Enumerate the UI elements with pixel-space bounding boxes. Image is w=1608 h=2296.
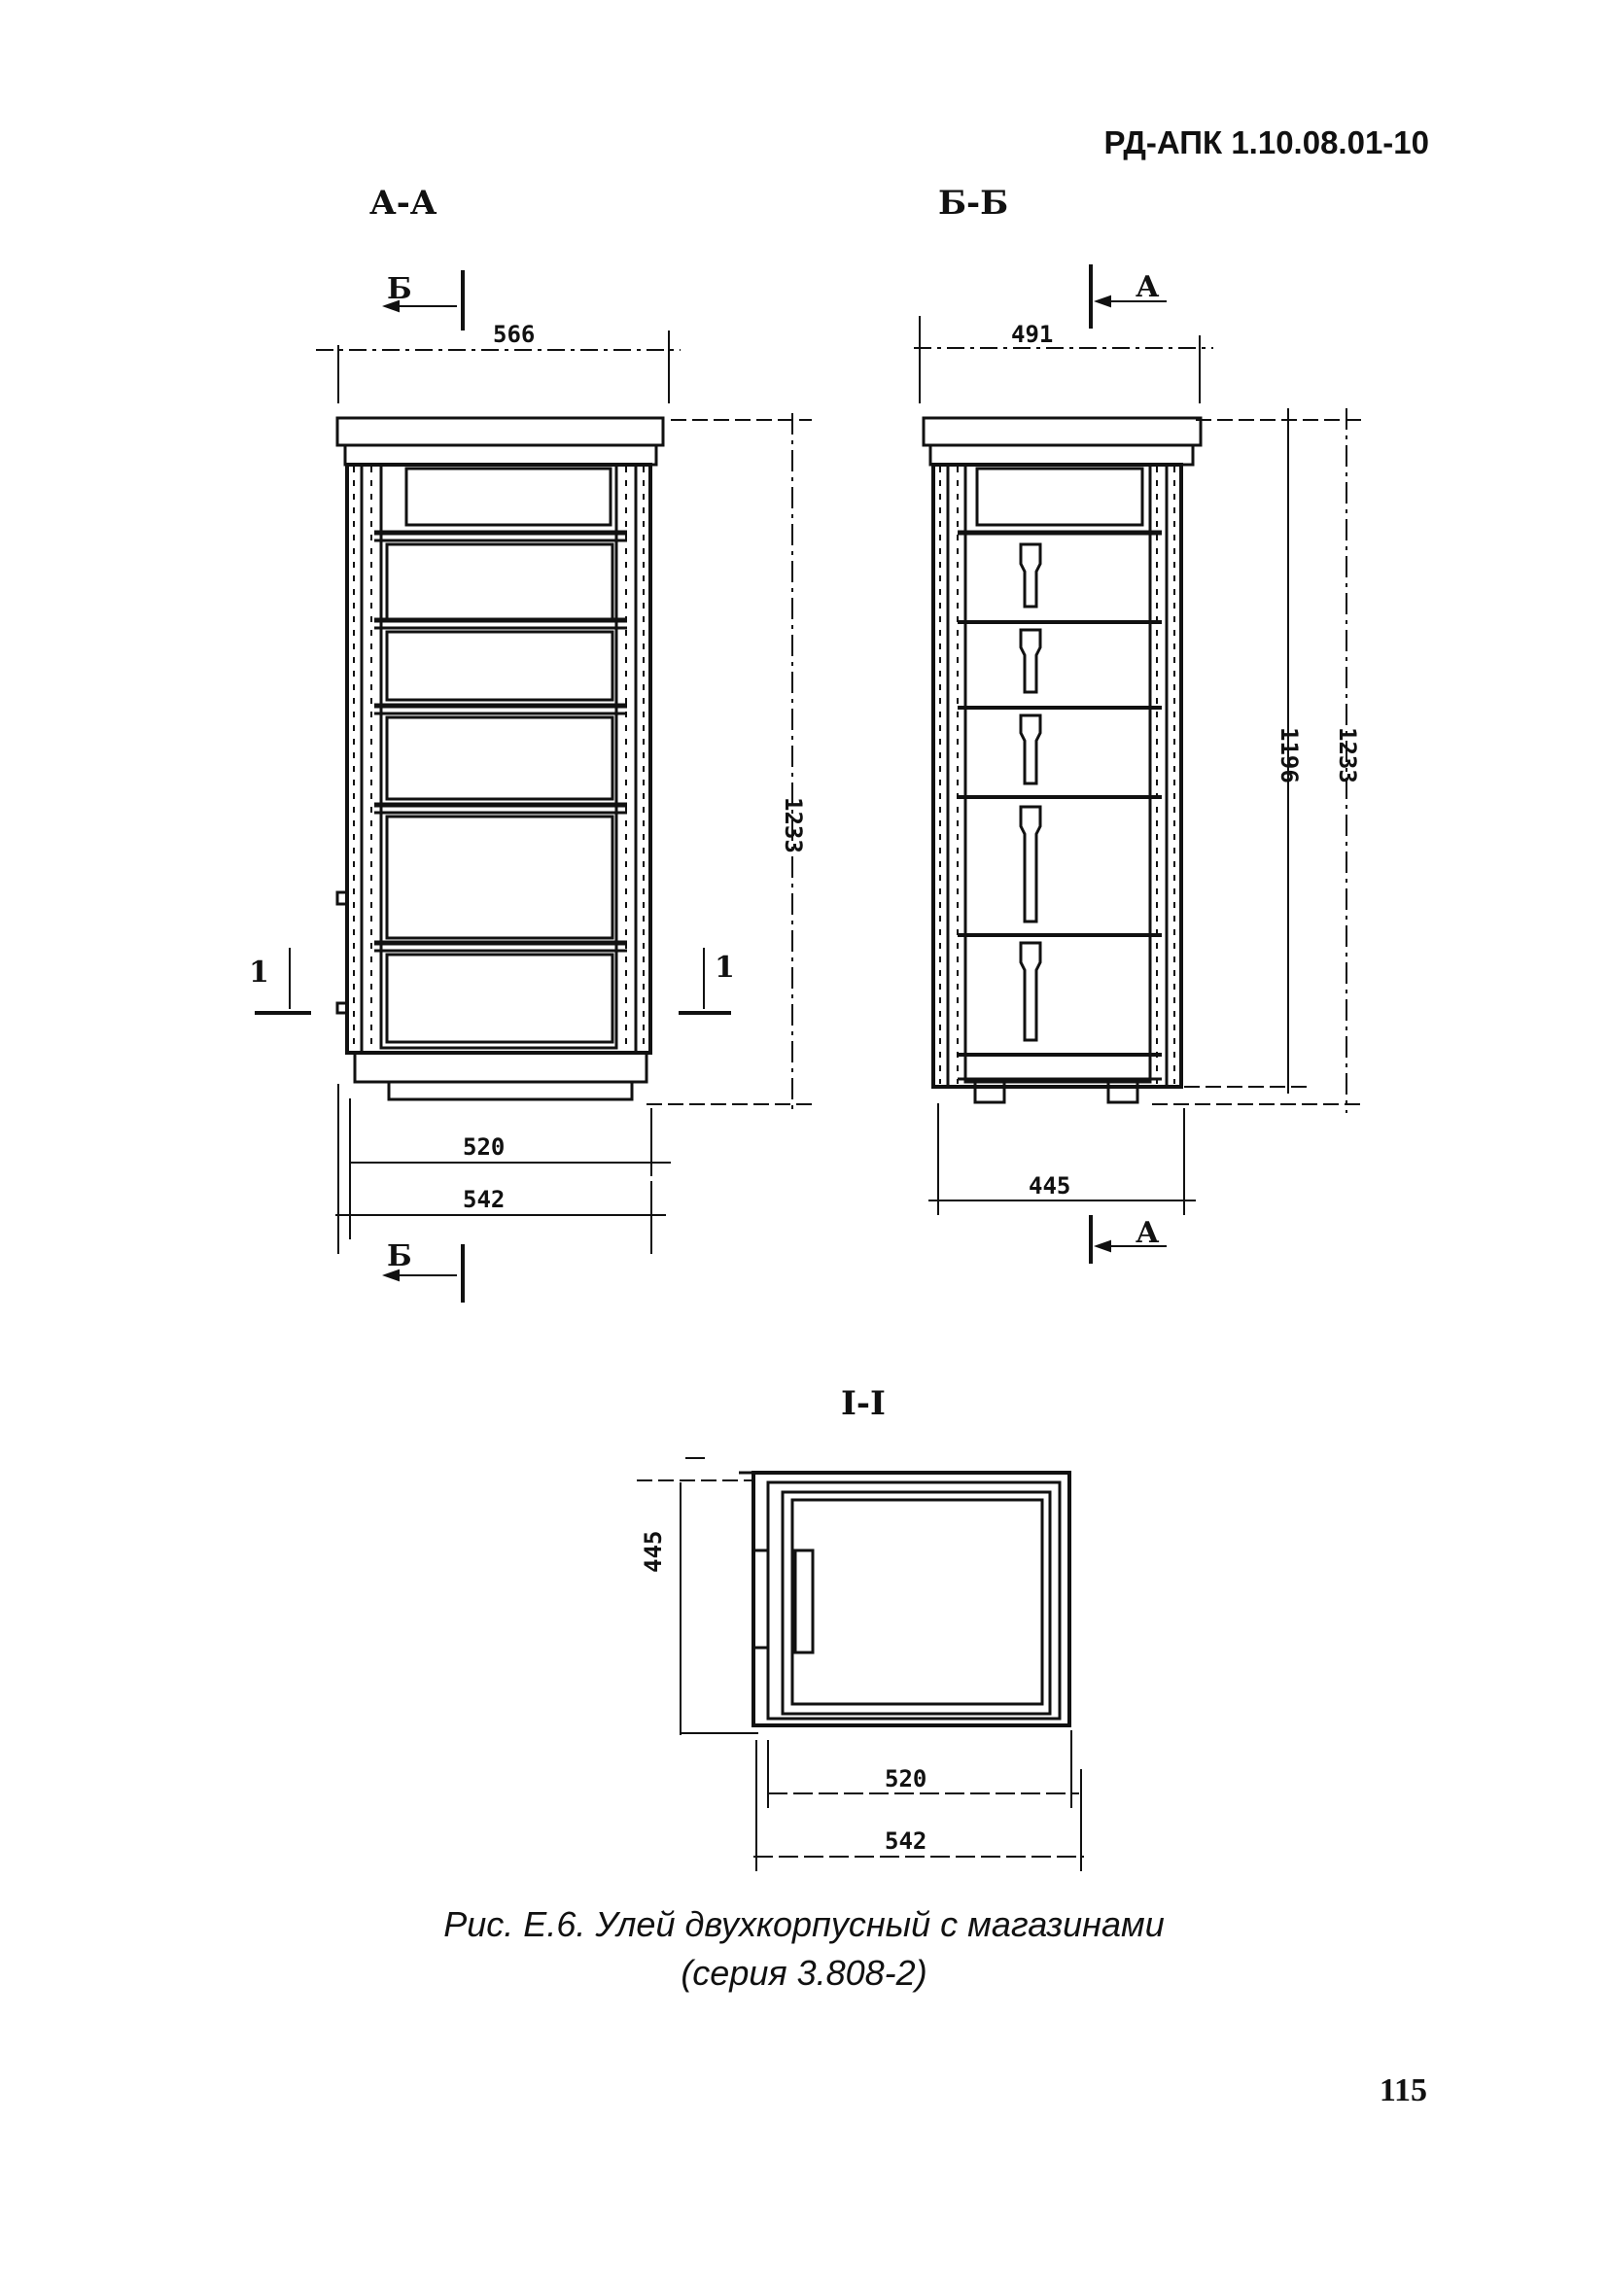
cut-label-b-bottom: Б (387, 1239, 412, 1273)
section-aa-dimensions (255, 270, 812, 1303)
dim-aa-outer-width: 542 (463, 1186, 505, 1213)
dim-ii-outer-width: 542 (885, 1827, 926, 1855)
section-aa-drawing (335, 416, 665, 1101)
section-ii-title: I-I (841, 1384, 886, 1423)
page-number: 115 (1379, 2072, 1427, 2108)
dim-bb-top-width: 491 (1011, 321, 1053, 348)
cut-label-1-right: 1 (715, 951, 735, 985)
caption-line-2: (серия 3.808-2) (681, 1953, 927, 1993)
dim-bb-bottom-width: 445 (1029, 1172, 1070, 1200)
caption-line-1: Рис. Е.6. Улей двухкорпусный с магазинам… (443, 1904, 1165, 1944)
section-aa-title: А-А (369, 184, 437, 223)
dim-ii-side: 445 (640, 1531, 667, 1573)
section-bb-title: Б-Б (938, 184, 1008, 223)
section-bb-drawing (922, 416, 1203, 1104)
dim-bb-inner-height: 1196 (1276, 727, 1303, 783)
section-ii-drawing (739, 1471, 1071, 1727)
dim-aa-inner-width: 520 (463, 1133, 505, 1161)
dim-ii-inner-width: 520 (885, 1765, 926, 1792)
cut-label-1-left: 1 (249, 956, 269, 990)
document-code: РД-АПК 1.10.08.01-10 (1103, 124, 1429, 160)
section-bb-dimensions (914, 264, 1361, 1264)
section-ii-dimensions (637, 1457, 1084, 1871)
cut-label-a-top: А (1136, 270, 1160, 304)
dim-aa-top-width: 566 (493, 321, 535, 348)
figure-caption: Рис. Е.6. Улей двухкорпусный с магазинам… (0, 1900, 1608, 1998)
dim-aa-height: 1233 (780, 797, 807, 853)
cut-label-a-bottom: А (1136, 1216, 1160, 1250)
dim-bb-outer-height: 1233 (1334, 727, 1361, 783)
cut-label-b-top: Б (387, 272, 412, 306)
